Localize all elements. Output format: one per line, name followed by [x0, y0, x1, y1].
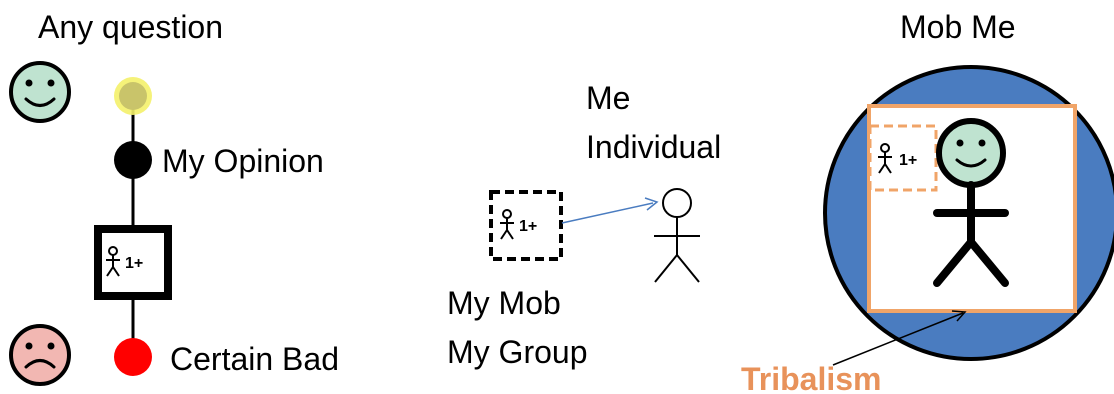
happy-face-icon: [9, 61, 71, 123]
individual-stick-figure-icon: [654, 188, 700, 283]
mob-me-title: Mob Me: [900, 9, 1016, 45]
inner-group-icon: 1+: [868, 124, 938, 192]
group-badge-middle: 1+: [519, 218, 537, 235]
right-panel: Mob Me 1+: [741, 9, 1114, 394]
my-opinion-label: My Opinion: [162, 143, 324, 179]
sad-face-icon: [9, 324, 71, 386]
left-panel: Any question My Opinion: [9, 9, 339, 386]
opinion-dot-icon: [114, 141, 152, 179]
bad-dot-icon: [114, 338, 152, 376]
arrow-icon: [561, 197, 659, 224]
dashed-group-icon: 1+: [489, 190, 563, 261]
happy-stick-person-icon: [933, 118, 1009, 287]
group-box-icon: 1+: [94, 225, 172, 300]
tribalism-arrow-icon: [832, 310, 967, 366]
middle-panel: Me Individual 1+ My Mo: [447, 80, 721, 370]
certain-bad-label: Certain Bad: [170, 341, 339, 377]
individual-label: Individual: [586, 129, 721, 165]
my-group-label: My Group: [447, 334, 587, 370]
group-badge-right: 1+: [899, 152, 917, 169]
me-label: Me: [586, 80, 630, 116]
question-dot-icon: [114, 77, 152, 115]
group-badge-left: 1+: [125, 255, 143, 272]
my-mob-label: My Mob: [447, 285, 561, 321]
tribalism-label: Tribalism: [741, 361, 882, 394]
any-question-title: Any question: [38, 9, 223, 45]
